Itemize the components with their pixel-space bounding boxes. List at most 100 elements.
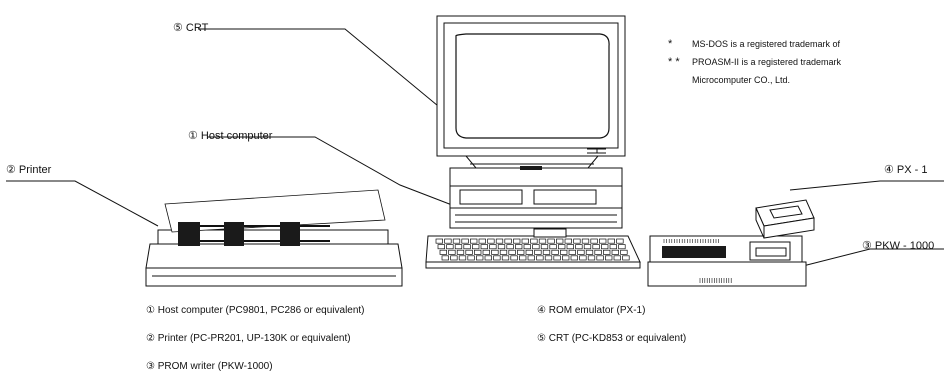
keyboard-key <box>568 249 576 255</box>
keyboard-key <box>480 244 488 250</box>
keyboard-key <box>534 249 542 255</box>
keyboard-key <box>570 255 578 261</box>
keyboard-key <box>618 244 626 250</box>
keyboard-key <box>564 238 572 244</box>
keyboard-key <box>523 244 531 250</box>
prom-writer-vents-lower <box>699 278 732 283</box>
keyboard-key <box>450 255 458 261</box>
prom-writer <box>647 235 807 287</box>
keyboard-key <box>609 244 617 250</box>
keyboard-key <box>456 249 465 255</box>
keyboard-key <box>519 255 527 261</box>
callout-pkw: ③ PKW - 1000 <box>862 240 935 252</box>
keyboard-key <box>577 249 585 255</box>
keyboard-key <box>616 238 624 244</box>
callout-crt: ⑤ CRT <box>173 22 209 34</box>
keyboard-key <box>594 249 602 255</box>
keyboard-key <box>463 244 471 250</box>
leader-crt <box>198 28 456 121</box>
keyboard <box>425 228 641 269</box>
keyboard-key <box>530 238 538 244</box>
keyboard-key <box>573 238 581 244</box>
rom-emulator <box>755 199 815 239</box>
legend-host-computer: ① Host computer (PC9801, PC286 or equiva… <box>146 305 365 316</box>
leader-printer <box>6 180 159 227</box>
keyboard-key <box>558 244 566 250</box>
keyboard-key <box>525 249 533 255</box>
leader-px1 <box>789 180 944 191</box>
keyboard-key <box>474 249 482 255</box>
keyboard-key <box>478 238 486 244</box>
keyboard-key <box>476 255 484 261</box>
keyboard-key <box>501 255 510 261</box>
printer <box>145 189 403 287</box>
note-text: MS-DOS is a registered trademark of <box>692 39 841 49</box>
keyboard-key <box>607 238 615 244</box>
keyboard-key <box>493 255 501 261</box>
keyboard-key <box>506 244 514 250</box>
keyboard-key <box>605 255 613 261</box>
keyboard-key <box>547 238 555 244</box>
keyboard-key <box>532 244 540 250</box>
keyboard-key <box>497 244 506 250</box>
keyboard-key <box>487 238 495 244</box>
keyboard-key <box>551 249 559 255</box>
keyboard-key <box>603 249 611 255</box>
keyboard-key <box>491 249 499 255</box>
keyboard-key <box>517 249 525 255</box>
keyboard-keys <box>435 238 630 261</box>
keyboard-key <box>590 238 598 244</box>
note-text: PROASM-II is a registered trademark <box>692 57 842 67</box>
keyboard-key <box>538 238 547 244</box>
keyboard-key <box>556 238 564 244</box>
keyboard-key <box>470 238 478 244</box>
keyboard-key <box>437 244 445 250</box>
keyboard-key <box>484 255 492 261</box>
keyboard-key <box>454 244 463 250</box>
legend-printer: ② Printer (PC-PR201, UP-130K or equivale… <box>146 333 351 344</box>
keyboard-key <box>510 255 518 261</box>
keyboard-key <box>499 249 508 255</box>
keyboard-key <box>527 255 535 261</box>
keyboard-key <box>549 244 557 250</box>
note-text: Microcomputer CO., Ltd. <box>692 75 791 85</box>
keyboard-key <box>504 238 512 244</box>
keyboard-key <box>599 238 607 244</box>
keyboard-key <box>435 238 443 244</box>
leader-lines <box>6 28 944 269</box>
trademark-note-3: Microcomputer CO., Ltd. <box>668 74 790 86</box>
keyboard-key <box>452 238 461 244</box>
note-mark: * * <box>668 56 680 68</box>
keyboard-key <box>585 249 594 255</box>
keyboard-key <box>553 255 561 261</box>
keyboard-key <box>601 244 609 250</box>
keyboard-key <box>495 238 504 244</box>
keyboard-key <box>575 244 583 250</box>
note-mark: * <box>668 38 673 50</box>
keyboard-key <box>448 249 456 255</box>
keyboard-key <box>513 238 521 244</box>
keyboard-key <box>581 238 590 244</box>
crt-monitor <box>436 15 626 169</box>
keyboard-key <box>467 255 475 261</box>
keyboard-key <box>536 255 544 261</box>
keyboard-key <box>611 249 619 255</box>
leader-pkw <box>794 248 944 269</box>
keyboard-key <box>579 255 587 261</box>
leader-host <box>207 136 453 206</box>
keyboard-key <box>592 244 600 250</box>
legend-prom-writer: ③ PROM writer (PKW-1000) <box>146 361 273 372</box>
keyboard-key <box>622 255 630 261</box>
host-computer <box>449 166 623 229</box>
prom-writer-vents <box>663 239 719 243</box>
keyboard-key <box>583 244 592 250</box>
callout-px1: ④ PX - 1 <box>884 164 928 176</box>
keyboard-key <box>521 238 529 244</box>
keyboard-key <box>620 249 628 255</box>
keyboard-key <box>444 238 452 244</box>
keyboard-key <box>542 249 551 255</box>
trademark-note-2: * * PROASM-II is a registered trademark <box>668 56 841 68</box>
keyboard-key <box>540 244 549 250</box>
keyboard-key <box>446 244 454 250</box>
